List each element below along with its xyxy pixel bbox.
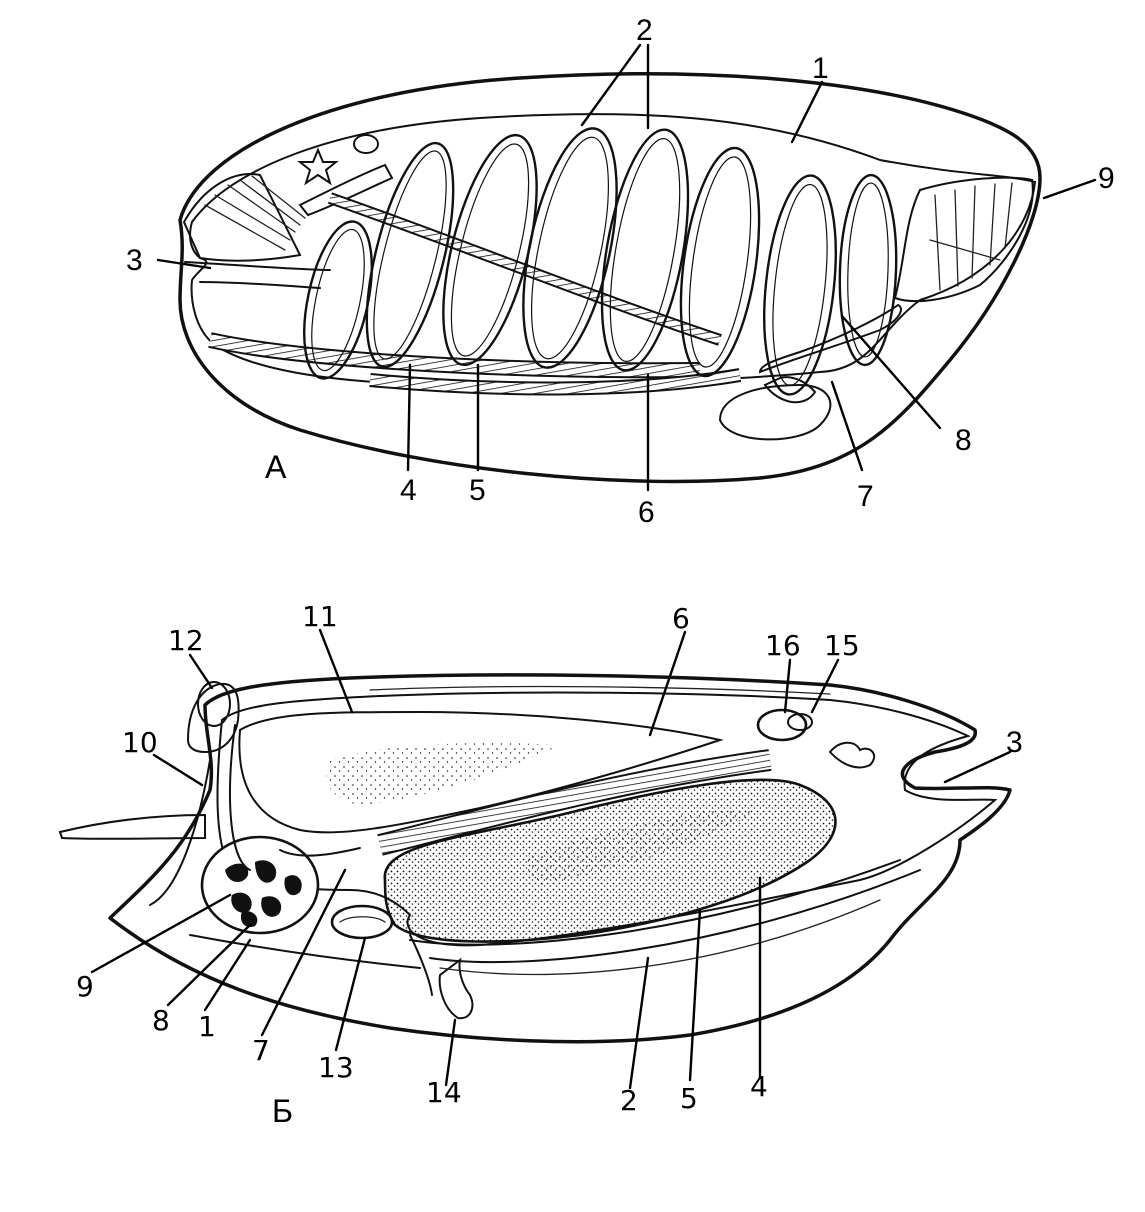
tunic-outline-b (108, 673, 1012, 1044)
atrial-cavity-b (216, 691, 998, 947)
siphon-b (186, 682, 240, 754)
label-a-8: 8 (955, 424, 972, 457)
label-b-10: 10 (122, 726, 158, 759)
dorsal-knob (353, 134, 379, 154)
organ-13-b (330, 904, 394, 940)
label-a-6: 6 (638, 496, 655, 529)
label-b-2: 2 (620, 1084, 638, 1117)
label-b-13: 13 (318, 1051, 354, 1084)
panel-letter-a: А (265, 449, 287, 485)
ganglion-a (298, 163, 394, 217)
panel-b-drawing (58, 673, 1012, 1044)
ganglion-b (756, 708, 808, 742)
label-b-7: 7 (252, 1034, 270, 1067)
pharynx-b (238, 710, 724, 834)
intestine-loop-a (758, 303, 902, 374)
leader-lines-b (90, 628, 1012, 1090)
gonad-b (200, 835, 320, 935)
label-b-6: 6 (672, 602, 690, 635)
label-b-3: 3 (1006, 726, 1023, 759)
label-a-5: 5 (469, 474, 486, 507)
label-a-2: 2 (636, 14, 653, 47)
stomach-a (718, 383, 832, 441)
atrial-siphon-muscles (929, 182, 1013, 291)
label-b-14: 14 (426, 1076, 462, 1109)
label-b-4: 4 (750, 1070, 768, 1103)
gonad-lobes (225, 860, 302, 928)
panel-letter-b: Б (272, 1093, 293, 1129)
label-b-16: 16 (765, 629, 801, 662)
label-b-8: 8 (152, 1004, 170, 1037)
atrial-siphon-a (893, 176, 1034, 303)
body-a (189, 113, 1037, 387)
label-a-1: 1 (812, 52, 829, 85)
label-b-9: 9 (76, 970, 94, 1003)
label-a-4: 4 (400, 474, 417, 507)
label-a-3: 3 (126, 244, 143, 277)
oral-siphon-a (182, 173, 302, 262)
label-b-15: 15 (824, 629, 860, 662)
label-a-9: 9 (1098, 162, 1115, 195)
muscle-bands-a (303, 127, 898, 396)
tunic-outline-a (178, 72, 1042, 484)
panel-a-drawing (178, 72, 1042, 484)
tail-b (58, 813, 206, 840)
label-b-1: 1 (198, 1010, 216, 1043)
star-organ (297, 147, 339, 186)
organ-14-b (438, 957, 474, 1020)
label-b-12: 12 (168, 624, 204, 657)
oral-siphon-muscles (204, 175, 306, 251)
label-b-5: 5 (680, 1082, 698, 1115)
leader-lines-a (156, 43, 1097, 492)
label-a-7: 7 (857, 480, 874, 513)
label-b-11: 11 (302, 600, 338, 633)
